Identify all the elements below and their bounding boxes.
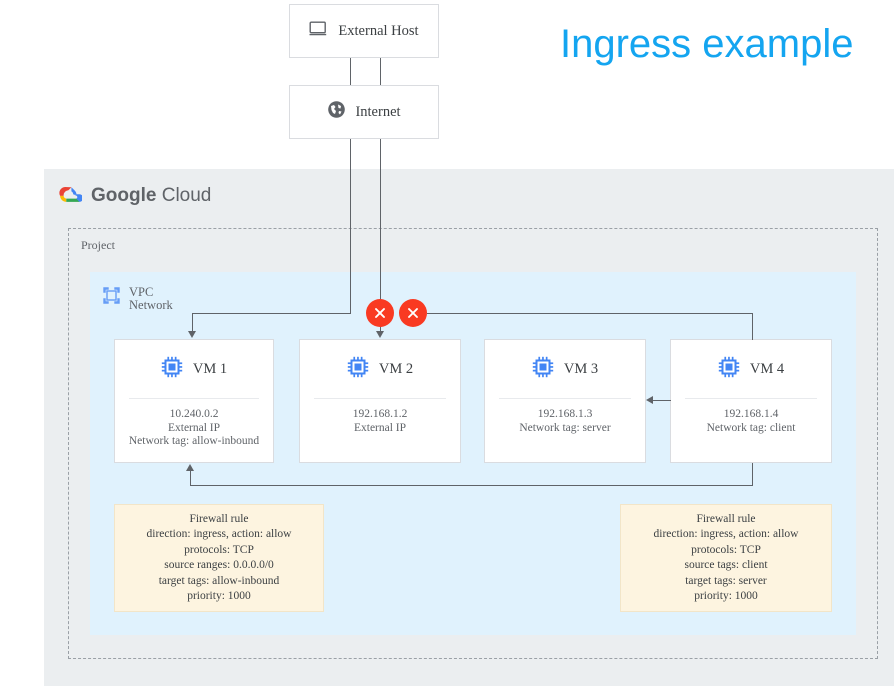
vm-1-ip-type: External IP xyxy=(167,421,221,434)
firewall-rule-client-server[interactable]: Firewall rule direction: ingress, action… xyxy=(620,504,832,612)
firewall-rule-1-priority: priority: 1000 xyxy=(187,590,251,602)
line-blocked-vm4-vertical xyxy=(752,313,754,340)
firewall-rule-allow-inbound[interactable]: Firewall rule direction: ingress, action… xyxy=(114,504,324,612)
firewall-rule-1-target-tags: target tags: allow-inbound xyxy=(158,574,280,587)
vm-4-divider xyxy=(685,398,817,399)
arrow-into-vm3 xyxy=(646,396,653,404)
node-vm-4[interactable]: VM 4 192.168.1.4 Network tag: client xyxy=(670,339,832,463)
monitor-icon xyxy=(309,21,329,42)
vm-3-meta: 192.168.1.3 Network tag: server xyxy=(485,399,645,435)
firewall-rule-2-target-tags: target tags: server xyxy=(685,574,767,587)
firewall-rule-2-protocols: protocols: TCP xyxy=(691,543,761,556)
external-host-content: External Host xyxy=(290,5,438,57)
node-vm-2[interactable]: VM 2 192.168.1.2 External IP xyxy=(299,339,461,463)
vm-4-header: VM 4 xyxy=(671,340,831,398)
vm-3-ip: 192.168.1.3 xyxy=(537,408,593,420)
project-label: Project xyxy=(81,238,115,252)
vm-1-name: VM 1 xyxy=(192,360,228,377)
line-host-internet-right xyxy=(380,58,382,85)
vm-1-divider xyxy=(129,398,259,399)
firewall-rule-1-protocols: protocols: TCP xyxy=(184,543,254,556)
firewall-rule-1-direction: direction: ingress, action: allow xyxy=(146,528,292,540)
vm-4-name: VM 4 xyxy=(749,360,785,377)
node-vm-1[interactable]: VM 1 10.240.0.2 External IP Network tag:… xyxy=(114,339,274,463)
vm-1-header: VM 1 xyxy=(115,340,273,398)
internet-content: Internet xyxy=(290,86,438,138)
vm-chip-icon xyxy=(161,356,183,383)
vpc-network-icon xyxy=(102,286,121,310)
vm-chip-icon xyxy=(718,356,740,383)
vm-4-network-tag: Network tag: client xyxy=(706,421,796,434)
blocked-marker-vm4[interactable] xyxy=(399,299,427,327)
firewall-rule-1-heading: Firewall rule xyxy=(189,512,249,525)
line-vm4-bottom-down xyxy=(752,463,754,486)
vpc-label-line1: VPC xyxy=(129,285,154,299)
x-circle-icon xyxy=(408,308,418,318)
firewall-rule-2-source-tags: source tags: client xyxy=(684,559,768,571)
line-to-vm1-horizontal xyxy=(192,313,351,315)
project-container: Project xyxy=(68,228,878,659)
line-host-internet-left xyxy=(350,58,352,85)
vm-3-network-tag: Network tag: server xyxy=(519,421,611,434)
firewall-rule-1-source-ranges: source ranges: 0.0.0.0/0 xyxy=(164,559,274,571)
vm-chip-icon xyxy=(532,356,554,383)
page-title: Ingress example xyxy=(560,22,854,66)
line-blocked-vm2-stub xyxy=(380,327,382,333)
line-internet-down-right xyxy=(380,139,382,301)
firewall-rule-2-text: Firewall rule direction: ingress, action… xyxy=(654,512,799,605)
vm-1-ip: 10.240.0.2 xyxy=(169,408,219,420)
google-cloud-wordmark: Google Cloud xyxy=(91,185,211,207)
line-vm4-to-vm3 xyxy=(653,400,671,402)
globe-icon xyxy=(327,100,346,124)
vm-2-ip: 192.168.1.2 xyxy=(352,408,408,420)
vm-2-name: VM 2 xyxy=(378,360,414,377)
vm-2-divider xyxy=(314,398,446,399)
vpc-label-line2: Network xyxy=(129,298,173,312)
arrow-return-into-vm1 xyxy=(186,464,194,471)
vpc-network-label: VPC Network xyxy=(129,286,173,312)
firewall-rule-1-text: Firewall rule direction: ingress, action… xyxy=(147,512,292,605)
vm-chip-icon xyxy=(347,356,369,383)
arrow-into-vm2 xyxy=(376,331,384,338)
vm-3-divider xyxy=(499,398,631,399)
vm-1-network-tag: Network tag: allow-inbound xyxy=(128,435,260,447)
line-blocked-vm4-horizontal xyxy=(427,313,753,315)
arrow-into-vm1 xyxy=(188,331,196,338)
node-internet[interactable]: Internet xyxy=(289,85,439,139)
vm-3-header: VM 3 xyxy=(485,340,645,398)
vm-4-meta: 192.168.1.4 Network tag: client xyxy=(671,399,831,435)
line-to-vm1-vertical xyxy=(192,313,194,332)
node-vm-3[interactable]: VM 3 192.168.1.3 Network tag: server xyxy=(484,339,646,463)
vm-4-ip: 192.168.1.4 xyxy=(723,408,779,420)
line-bottom-return xyxy=(190,485,753,487)
line-internet-down-left xyxy=(350,139,352,314)
firewall-rule-2-direction: direction: ingress, action: allow xyxy=(653,528,799,540)
vm-1-meta: 10.240.0.2 External IP Network tag: allo… xyxy=(115,399,273,449)
brand-cloud: Cloud xyxy=(161,184,212,206)
google-cloud-icon xyxy=(58,183,84,208)
google-cloud-brand: Google Cloud xyxy=(58,183,211,208)
firewall-rule-2-priority: priority: 1000 xyxy=(694,590,758,602)
blocked-marker-vm2[interactable] xyxy=(366,299,394,327)
internet-label: Internet xyxy=(355,103,401,120)
x-circle-icon xyxy=(375,308,385,318)
vm-2-meta: 192.168.1.2 External IP xyxy=(300,399,460,435)
vm-3-name: VM 3 xyxy=(563,360,599,377)
brand-google: Google xyxy=(91,184,157,206)
vm-2-ip-type: External IP xyxy=(353,421,407,434)
external-host-label: External Host xyxy=(338,22,419,39)
node-external-host[interactable]: External Host xyxy=(289,4,439,58)
vpc-brand: VPC Network xyxy=(102,286,173,312)
firewall-rule-2-heading: Firewall rule xyxy=(696,512,756,525)
line-return-up-to-vm1 xyxy=(190,471,192,486)
vm-2-header: VM 2 xyxy=(300,340,460,398)
